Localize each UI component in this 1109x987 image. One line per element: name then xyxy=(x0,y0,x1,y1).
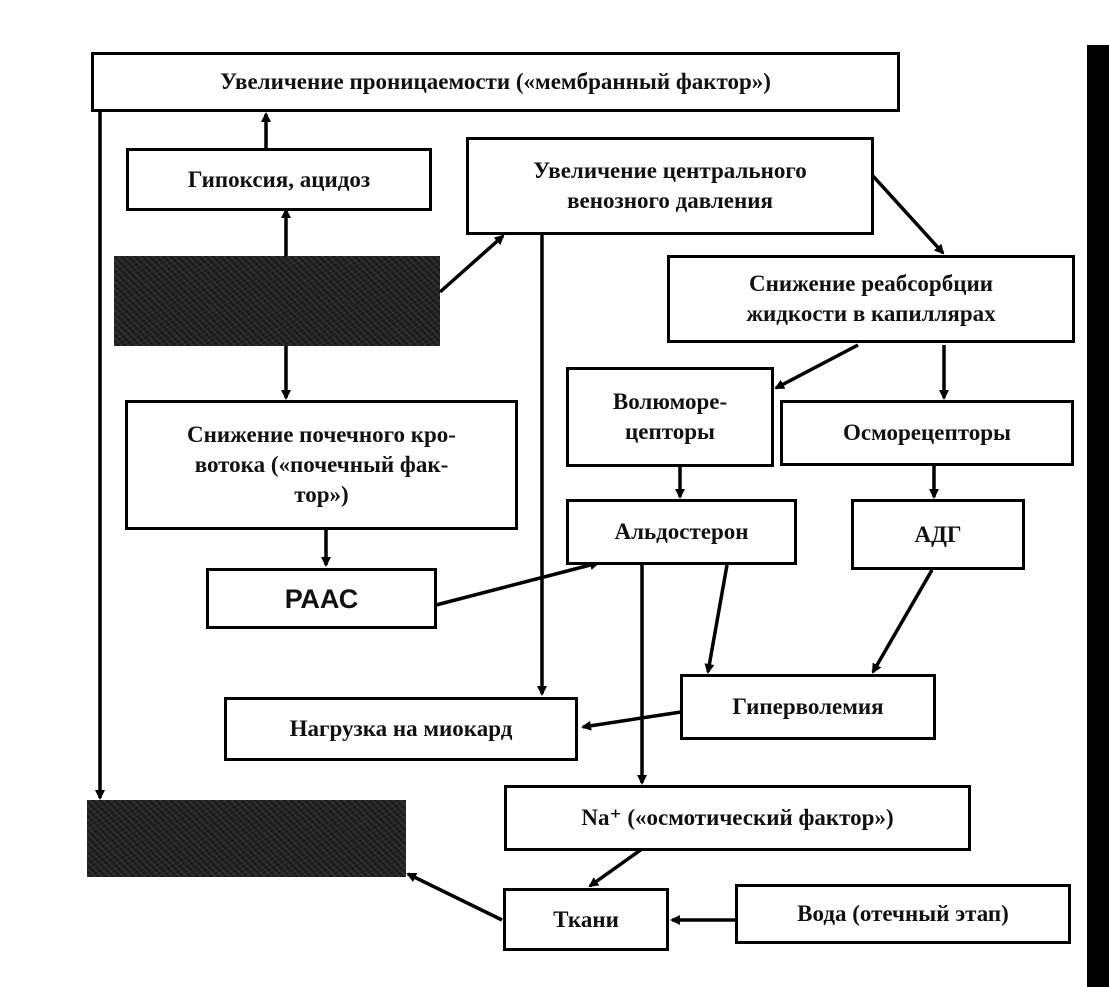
scan-edge-shadow xyxy=(1087,45,1109,987)
water-label: Вода (отечный этап) xyxy=(797,901,1009,926)
arrow-reabsorption-to-volumo xyxy=(774,343,859,390)
volumoreceptors-label-line-2: цепторы xyxy=(625,419,715,444)
hypoxia-box: Гипоксия, ацидоз xyxy=(126,148,432,211)
arrow-cvp-to-reabsorption xyxy=(871,174,945,255)
heart-failure-dark-box xyxy=(114,256,440,346)
raas-box: РААС xyxy=(206,568,437,629)
hypervolemia-box: Гиперволемия xyxy=(680,674,936,740)
aldosterone-box: Альдостерон xyxy=(566,499,797,565)
volumoreceptors-box: Волюморе- цепторы xyxy=(566,367,774,467)
adh-box: АДГ xyxy=(851,499,1025,570)
myocard-load-box: Нагрузка на миокард xyxy=(224,697,578,761)
renal-factor-box: Снижение почечного кро- вотока («почечны… xyxy=(125,400,518,530)
hypervolemia-label: Гиперволемия xyxy=(732,694,884,719)
water-box: Вода (отечный этап) xyxy=(735,884,1071,944)
tissues-label: Ткани xyxy=(553,906,619,932)
osmoreceptors-box: Осморецепторы xyxy=(780,400,1074,466)
arrow-sodium-to-tissues xyxy=(588,847,644,888)
reabsorption-box: Снижение реабсорбции жидкости в капилляр… xyxy=(667,255,1075,343)
raas-label: РААС xyxy=(284,583,359,614)
sodium-factor-label: Na⁺ («осмотический фактор») xyxy=(581,805,894,830)
osmoreceptors-label: Осморецепторы xyxy=(843,420,1011,445)
myocard-load-label: Нагрузка на миокард xyxy=(289,716,513,741)
arrow-adh-to-hypervolemia xyxy=(871,569,934,674)
membrane-factor-label: Увеличение проницаемости («мембранный фа… xyxy=(220,69,771,94)
arrow-hypervolemia-to-myocard xyxy=(581,710,682,731)
arrow-aldosterone-to-hypervolemia xyxy=(704,564,729,674)
renal-factor-label-line-2: вотока («почечный фак- xyxy=(194,452,449,477)
renal-factor-label-line-3: тор») xyxy=(294,482,349,507)
arrow-tissues-to-edema xyxy=(406,872,503,922)
cvp-box: Увеличение центрального венозного давлен… xyxy=(466,137,874,235)
tissues-box: Ткани xyxy=(503,888,669,951)
reabsorption-label-line-1: Снижение реабсорбции xyxy=(749,271,993,296)
edema-dark-box xyxy=(87,800,406,877)
renal-factor-label-line-1: Снижение почечного кро- xyxy=(187,422,456,447)
reabsorption-label-line-2: жидкости в капиллярах xyxy=(746,301,996,326)
cvp-label-line-1: Увеличение центрального xyxy=(533,158,807,183)
hypoxia-label: Гипоксия, ацидоз xyxy=(187,166,371,192)
membrane-factor-box: Увеличение проницаемости («мембранный фа… xyxy=(91,52,900,112)
adh-label: АДГ xyxy=(914,521,962,547)
volumoreceptors-label-line-1: Волюморе- xyxy=(612,389,728,414)
aldosterone-label: Альдостерон xyxy=(614,519,749,544)
sodium-factor-box: Na⁺ («осмотический фактор») xyxy=(504,785,971,851)
cvp-label-line-2: венозного давления xyxy=(567,188,773,213)
arrow-raas-to-aldosterone xyxy=(435,560,600,607)
arrow-heart-to-cvp xyxy=(438,234,505,294)
